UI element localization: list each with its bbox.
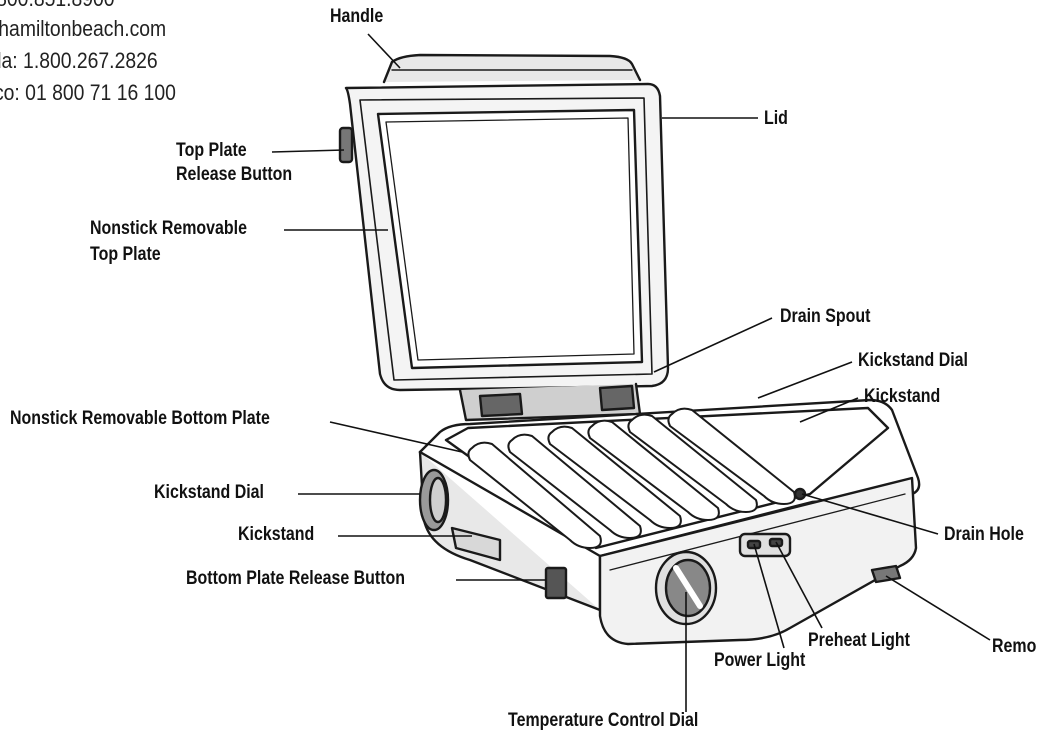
label-nonstick-bottom: Nonstick Removable Bottom Plate: [10, 408, 270, 429]
label-preheat-light: Preheat Light: [808, 630, 910, 651]
label-temperature-dial: Temperature Control Dial: [508, 710, 699, 731]
label-bottom-plate-release: Bottom Plate Release Button: [186, 568, 406, 589]
leader-kickstand-dial-right: [757, 361, 853, 399]
contact-phone-mexico: kico: 01 800 71 16 100: [0, 80, 176, 105]
label-kickstand-dial-right: Kickstand Dial: [858, 350, 968, 371]
drain-hole-shape: [793, 487, 807, 501]
label-kickstand-dial-left: Kickstand Dial: [154, 482, 264, 503]
plate-ridges: [467, 407, 796, 549]
leader-drain-hole: [801, 493, 939, 535]
label-top-plate-release-2: Release Button: [176, 164, 293, 185]
leader-top-plate-release: [271, 149, 345, 153]
leader-kickstand-right: [799, 397, 859, 423]
leader-handle: [367, 33, 401, 69]
label-kickstand-right: Kickstand: [864, 386, 941, 407]
leader-preheat-light: [775, 541, 823, 629]
bottom-plate-release-shape: [544, 566, 568, 600]
label-nonstick-top-1: Nonstick Removable: [90, 218, 248, 239]
top-plate-release-shape: [338, 126, 354, 164]
label-power-light: Power Light: [714, 650, 806, 671]
temperature-dial-shape: [654, 550, 718, 626]
leader-nonstick-bottom: [329, 421, 463, 453]
contact-website: w.hamiltonbeach.com: [0, 16, 167, 41]
label-removable-cut: Remo: [992, 636, 1037, 657]
top-plate-shape: [376, 108, 644, 370]
label-kickstand-left: Kickstand: [238, 524, 315, 545]
label-nonstick-top-2: Top Plate: [90, 244, 161, 265]
label-handle: Handle: [330, 6, 384, 27]
label-lid: Lid: [764, 108, 788, 129]
leader-power-light: [753, 543, 785, 649]
leader-removable: [885, 575, 991, 641]
handle-shape: [382, 53, 642, 84]
leader-lines: [271, 33, 991, 712]
contact-phone-canada: ada: 1.800.267.2826: [0, 48, 158, 73]
label-top-plate-release-1: Top Plate: [176, 140, 247, 161]
label-drain-spout: Drain Spout: [780, 306, 871, 327]
leader-drain-spout: [653, 317, 773, 373]
contact-phone-us: 1.800.851.8900: [0, 0, 115, 10]
label-drain-hole: Drain Hole: [944, 524, 1024, 545]
